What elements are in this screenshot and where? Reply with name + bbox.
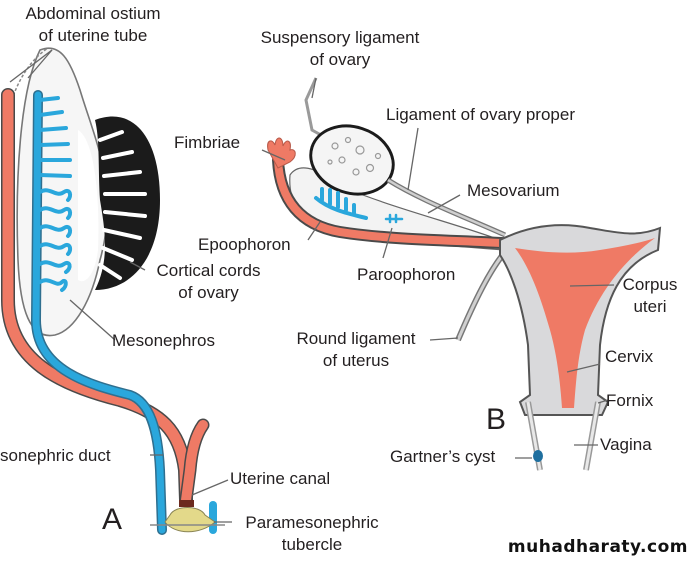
label-fornix: Fornix [606, 391, 654, 410]
mesonephric-tubules [38, 96, 73, 292]
leader-lines [9, 49, 615, 523]
label-line: Cortical cords [156, 261, 261, 280]
label-abdominal-ostium: Abdominal ostium of uterine tube [18, 3, 168, 47]
paroophoron-shape [384, 213, 404, 224]
label-line: uteri [633, 297, 667, 316]
label-line: of uterine tube [38, 26, 148, 45]
label-paramesonephric-tubercle: Paramesonephric tubercle [232, 512, 392, 556]
label-epoophoron: Epoophoron [198, 235, 291, 254]
label-mesovarium: Mesovarium [467, 181, 560, 200]
label-paroophoron: Paroophoron [357, 265, 456, 284]
label-line: of ovary [178, 283, 239, 302]
label-line: Suspensory ligament [260, 28, 420, 47]
watermark: muhadharaty.com [507, 537, 688, 557]
label-corpus-uteri: Corpus uteri [615, 274, 685, 318]
label-line: Corpus [622, 275, 678, 294]
ovary-medulla [78, 130, 99, 282]
panel-b-label: B [486, 403, 507, 436]
uterine-canal-end [179, 500, 194, 507]
label-mesonephros: Mesonephros [112, 331, 216, 350]
label-vagina: Vagina [600, 435, 652, 454]
label-line: of uterus [322, 351, 390, 370]
label-ligament-of-ovary-proper: Ligament of ovary proper [386, 105, 575, 124]
ovary-b [309, 124, 395, 196]
label-line: tubercle [281, 535, 343, 554]
ovary-cortical-cords [95, 116, 160, 290]
label-line: of ovary [309, 50, 371, 69]
label-uterine-canal: Uterine canal [230, 469, 331, 488]
uterine-cavity [515, 238, 655, 408]
label-cervix: Cervix [605, 347, 654, 366]
epoophoron-shape [314, 187, 368, 220]
label-round-ligament: Round ligament of uterus [282, 328, 430, 372]
label-suspensory-ligament: Suspensory ligament of ovary [245, 27, 435, 71]
ovary-follicles [327, 136, 382, 176]
gartners-cyst-shape [533, 450, 543, 462]
ovary-medulla-stripes [98, 130, 147, 280]
label-line: Abdominal ostium [25, 4, 161, 23]
label-mesonephric-duct: sonephric duct [0, 446, 111, 465]
fimbriae-shape [267, 137, 296, 169]
label-line: Paramesonephric [245, 513, 379, 532]
label-fimbriae: Fimbriae [174, 133, 241, 152]
label-gartners-cyst: Gartner’s cyst [390, 447, 496, 466]
panel-a-label: A [102, 503, 123, 536]
label-line: Round ligament [296, 329, 416, 348]
label-cortical-cords: Cortical cords of ovary [146, 260, 271, 304]
paramesonephric-tubercle-shape [164, 507, 216, 533]
